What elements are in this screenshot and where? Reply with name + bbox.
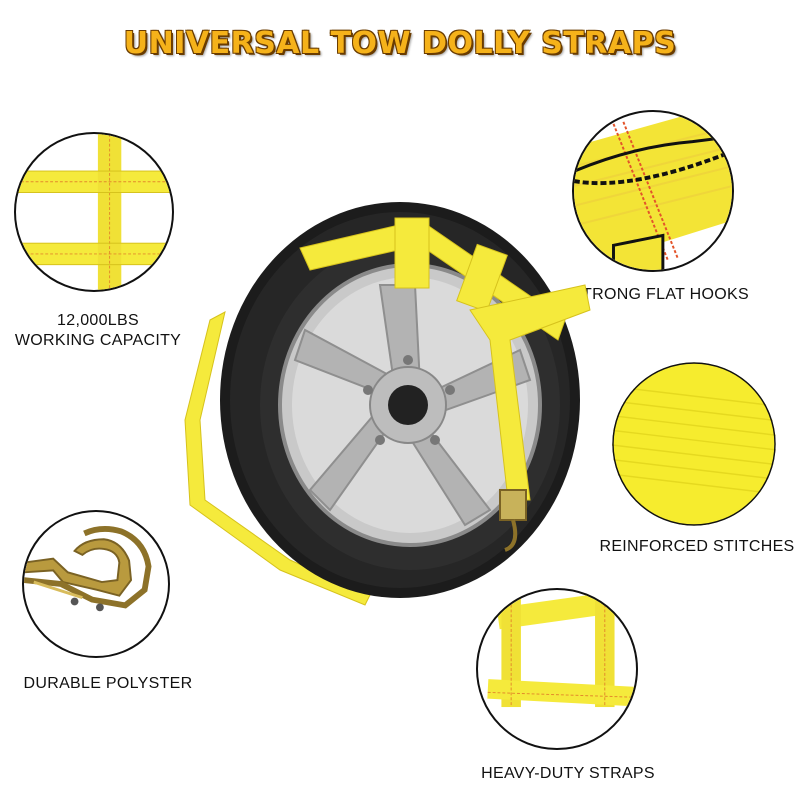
fabric-weave-icon bbox=[610, 360, 778, 528]
flat-hooks-label: STRONG FLAT HOOKS bbox=[571, 286, 749, 303]
strap-edge-icon bbox=[572, 110, 734, 272]
page-title: UNIVERSAL TOW DOLLY STRAPS bbox=[123, 26, 677, 61]
polyester-label: DURABLE POLYSTER bbox=[23, 675, 193, 692]
tire-with-straps-image bbox=[170, 200, 620, 620]
capacity-line-1: 12,000LBS bbox=[57, 312, 139, 329]
capacity-line-2: WORKING CAPACITY bbox=[14, 332, 182, 349]
capacity-label: 12,000LBS WORKING CAPACITY bbox=[0, 311, 196, 351]
strap-loop-icon bbox=[476, 588, 638, 750]
heavy-duty-label: HEAVY-DUTY STRAPS bbox=[481, 765, 655, 782]
strap-grid-icon bbox=[14, 132, 174, 292]
stitches-label: REINFORCED STITCHES bbox=[599, 538, 795, 555]
flat-hook-icon bbox=[22, 510, 170, 658]
